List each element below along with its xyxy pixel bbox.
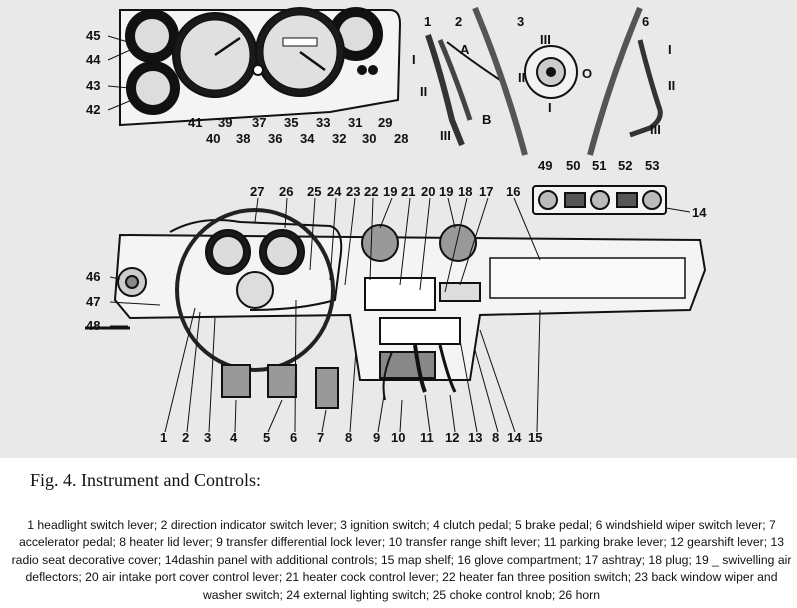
label-44: 44 [86, 52, 101, 67]
label-sw-o: O [582, 66, 592, 81]
label-29: 29 [378, 115, 392, 130]
label-39: 39 [218, 115, 232, 130]
label-27: 27 [250, 184, 264, 199]
label-b8b: 8 [492, 430, 499, 445]
label-49: 49 [538, 158, 552, 173]
labels-panel: 49 50 51 52 53 14 [538, 158, 707, 220]
label-ign-iii: III [440, 128, 451, 143]
label-37: 37 [252, 115, 266, 130]
label-42: 42 [86, 102, 100, 117]
label-ign-6: 6 [642, 14, 649, 29]
labels-dash-top: 27 26 25 24 23 22 19 21 20 19 18 17 16 [250, 184, 520, 199]
label-38: 38 [236, 131, 250, 146]
label-52: 52 [618, 158, 632, 173]
label-34: 34 [300, 131, 315, 146]
label-b2: 2 [182, 430, 189, 445]
label-32: 32 [332, 131, 346, 146]
label-ign-1: 1 [424, 14, 431, 29]
label-36: 36 [268, 131, 282, 146]
label-ign-ii: II [420, 84, 427, 99]
label-28: 28 [394, 131, 408, 146]
label-b6: 6 [290, 430, 297, 445]
label-47: 47 [86, 294, 100, 309]
instrument-controls-figure: 45 44 43 42 41 40 39 38 37 36 35 34 33 3… [0, 0, 797, 458]
label-ign-i: I [412, 52, 416, 67]
ignition-detail-drawing [425, 6, 663, 156]
additional-controls-panel [532, 185, 667, 215]
label-b13: 13 [468, 430, 482, 445]
label-b14: 14 [507, 430, 522, 445]
label-51: 51 [592, 158, 606, 173]
label-19a: 19 [383, 184, 397, 199]
dashboard-leaders [109, 276, 541, 433]
dash-top-leaders [254, 197, 541, 293]
label-ign-b: B [482, 112, 491, 127]
label-25: 25 [307, 184, 321, 199]
figure-legend: 1 headlight switch lever; 2 direction in… [11, 518, 792, 602]
label-b3: 3 [204, 430, 211, 445]
label-b9: 9 [373, 430, 380, 445]
label-48: 48 [86, 318, 100, 333]
label-46: 46 [86, 269, 100, 284]
label-b8a: 8 [345, 430, 352, 445]
label-20: 20 [421, 184, 435, 199]
label-50: 50 [566, 158, 580, 173]
label-sw-iii: III [540, 32, 551, 47]
label-40: 40 [206, 131, 220, 146]
label-panel-14: 14 [692, 205, 707, 220]
labels-dash-bottom: 1 2 3 4 5 6 7 8 9 10 11 12 13 8 14 15 [160, 430, 542, 445]
label-30: 30 [362, 131, 376, 146]
label-b12: 12 [445, 430, 459, 445]
label-26: 26 [279, 184, 293, 199]
label-ign-3: 3 [517, 14, 524, 29]
label-wip-ii: II [668, 78, 675, 93]
label-21: 21 [401, 184, 415, 199]
label-41: 41 [188, 115, 202, 130]
figure-caption: Fig. 4. Instrument and Controls: [30, 470, 261, 490]
label-23: 23 [346, 184, 360, 199]
label-wip-i: I [668, 42, 672, 57]
labels-dash-left: 46 47 48 [86, 269, 100, 333]
label-45: 45 [86, 28, 100, 43]
label-22: 22 [364, 184, 378, 199]
label-b15: 15 [528, 430, 542, 445]
label-43: 43 [86, 78, 100, 93]
label-ign-2: 2 [455, 14, 462, 29]
label-b10: 10 [391, 430, 405, 445]
instrument-cluster-drawing [119, 7, 402, 127]
label-wip-iii: III [650, 122, 661, 137]
instrument-cluster-leaders [107, 35, 133, 111]
label-ign-a: A [460, 42, 470, 57]
label-53: 53 [645, 158, 659, 173]
panel-14-leader [665, 207, 691, 213]
label-24: 24 [327, 184, 342, 199]
label-b5: 5 [263, 430, 270, 445]
label-b11: 11 [420, 430, 434, 445]
label-33: 33 [316, 115, 330, 130]
label-sw-ii: II [518, 70, 525, 85]
label-19b: 19 [439, 184, 453, 199]
labels-top-left: 45 44 43 42 41 40 39 38 37 36 35 34 33 3… [86, 28, 408, 146]
label-16: 16 [506, 184, 520, 199]
dashboard-drawing [85, 208, 707, 409]
labels-ignition: 1 2 A B I II III 3 III II I O 6 I II III [412, 14, 675, 143]
label-17: 17 [479, 184, 493, 199]
label-b1: 1 [160, 430, 167, 445]
label-b4: 4 [230, 430, 238, 445]
label-31: 31 [348, 115, 362, 130]
label-35: 35 [284, 115, 298, 130]
label-18: 18 [458, 184, 472, 199]
label-sw-i: I [548, 100, 552, 115]
label-b7: 7 [317, 430, 324, 445]
